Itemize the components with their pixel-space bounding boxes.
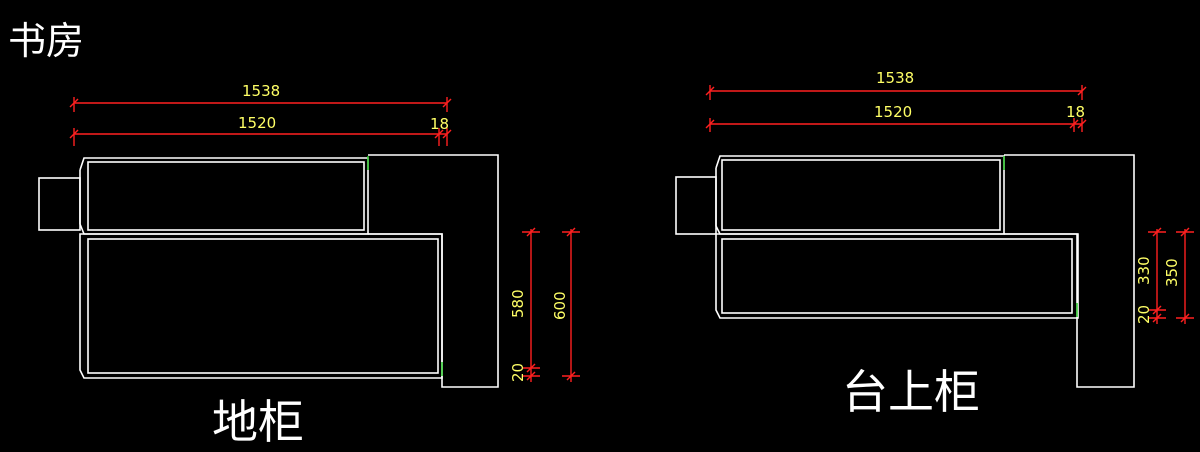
upper-dim-overall: 1538	[876, 69, 914, 87]
floor-dim-tick	[526, 371, 536, 381]
floor-cabinet-plan	[38, 154, 499, 388]
upper-cabinet-plan	[675, 154, 1135, 388]
floor-dim-tick	[566, 227, 576, 237]
upper-corner-column	[1004, 154, 1135, 388]
upper-dim-tick	[1069, 119, 1079, 129]
upper-dimensions: 1538 1520 18 330 350 20	[705, 69, 1194, 324]
floor-dim-tick	[69, 98, 79, 108]
floor-dim-depth-inner: 580	[509, 289, 527, 318]
upper-upper-shelf	[715, 155, 1005, 235]
floor-dim-tick	[69, 129, 79, 139]
floor-dim-tick	[442, 129, 452, 139]
floor-lower-cabinet	[79, 233, 443, 379]
floor-dim-tick	[526, 363, 536, 373]
floor-dim-tick	[566, 371, 576, 381]
upper-dim-main: 1520	[874, 103, 912, 121]
upper-lower-cabinet	[715, 233, 1079, 319]
floor-dim-main: 1520	[238, 114, 276, 132]
upper-dim-tick	[705, 86, 715, 96]
floor-upper-shelf-inner	[87, 161, 365, 231]
floor-dim-depth-outer: 600	[551, 291, 569, 320]
upper-dim-gap: 20	[1135, 305, 1153, 324]
floor-dim-tick	[442, 98, 452, 108]
upper-side-box	[675, 176, 717, 235]
floor-dimensions: 1538 1520 18 580 600 20	[69, 82, 580, 382]
upper-lower-cabinet-inner	[721, 238, 1073, 314]
floor-side-box	[38, 177, 81, 231]
upper-dim-end: 18	[1066, 103, 1085, 121]
upper-dim-tick	[1152, 305, 1162, 315]
upper-dim-depth-outer: 350	[1163, 258, 1181, 287]
room-title: 书房	[8, 19, 85, 63]
upper-dim-tick	[1077, 119, 1087, 129]
upper-dim-tick	[705, 119, 715, 129]
floor-dim-gap: 20	[509, 363, 527, 382]
floor-dim-tick	[526, 227, 536, 237]
upper-dim-tick	[1152, 313, 1162, 323]
upper-upper-shelf-inner	[721, 159, 1001, 231]
upper-cabinet-title: 台上柜	[842, 365, 980, 419]
floor-lower-cabinet-inner	[87, 238, 439, 374]
upper-dim-tick	[1180, 313, 1190, 323]
floor-upper-shelf	[79, 157, 369, 235]
floor-dim-overall: 1538	[242, 82, 280, 100]
upper-dim-tick	[1152, 227, 1162, 237]
floor-corner-column	[368, 154, 499, 388]
upper-dim-tick	[1180, 227, 1190, 237]
upper-dim-depth-inner: 330	[1135, 256, 1153, 285]
floor-dim-tick	[434, 129, 444, 139]
floor-dim-end: 18	[430, 115, 449, 133]
upper-dim-tick	[1077, 86, 1087, 96]
floor-cabinet-title: 地柜	[212, 395, 304, 449]
